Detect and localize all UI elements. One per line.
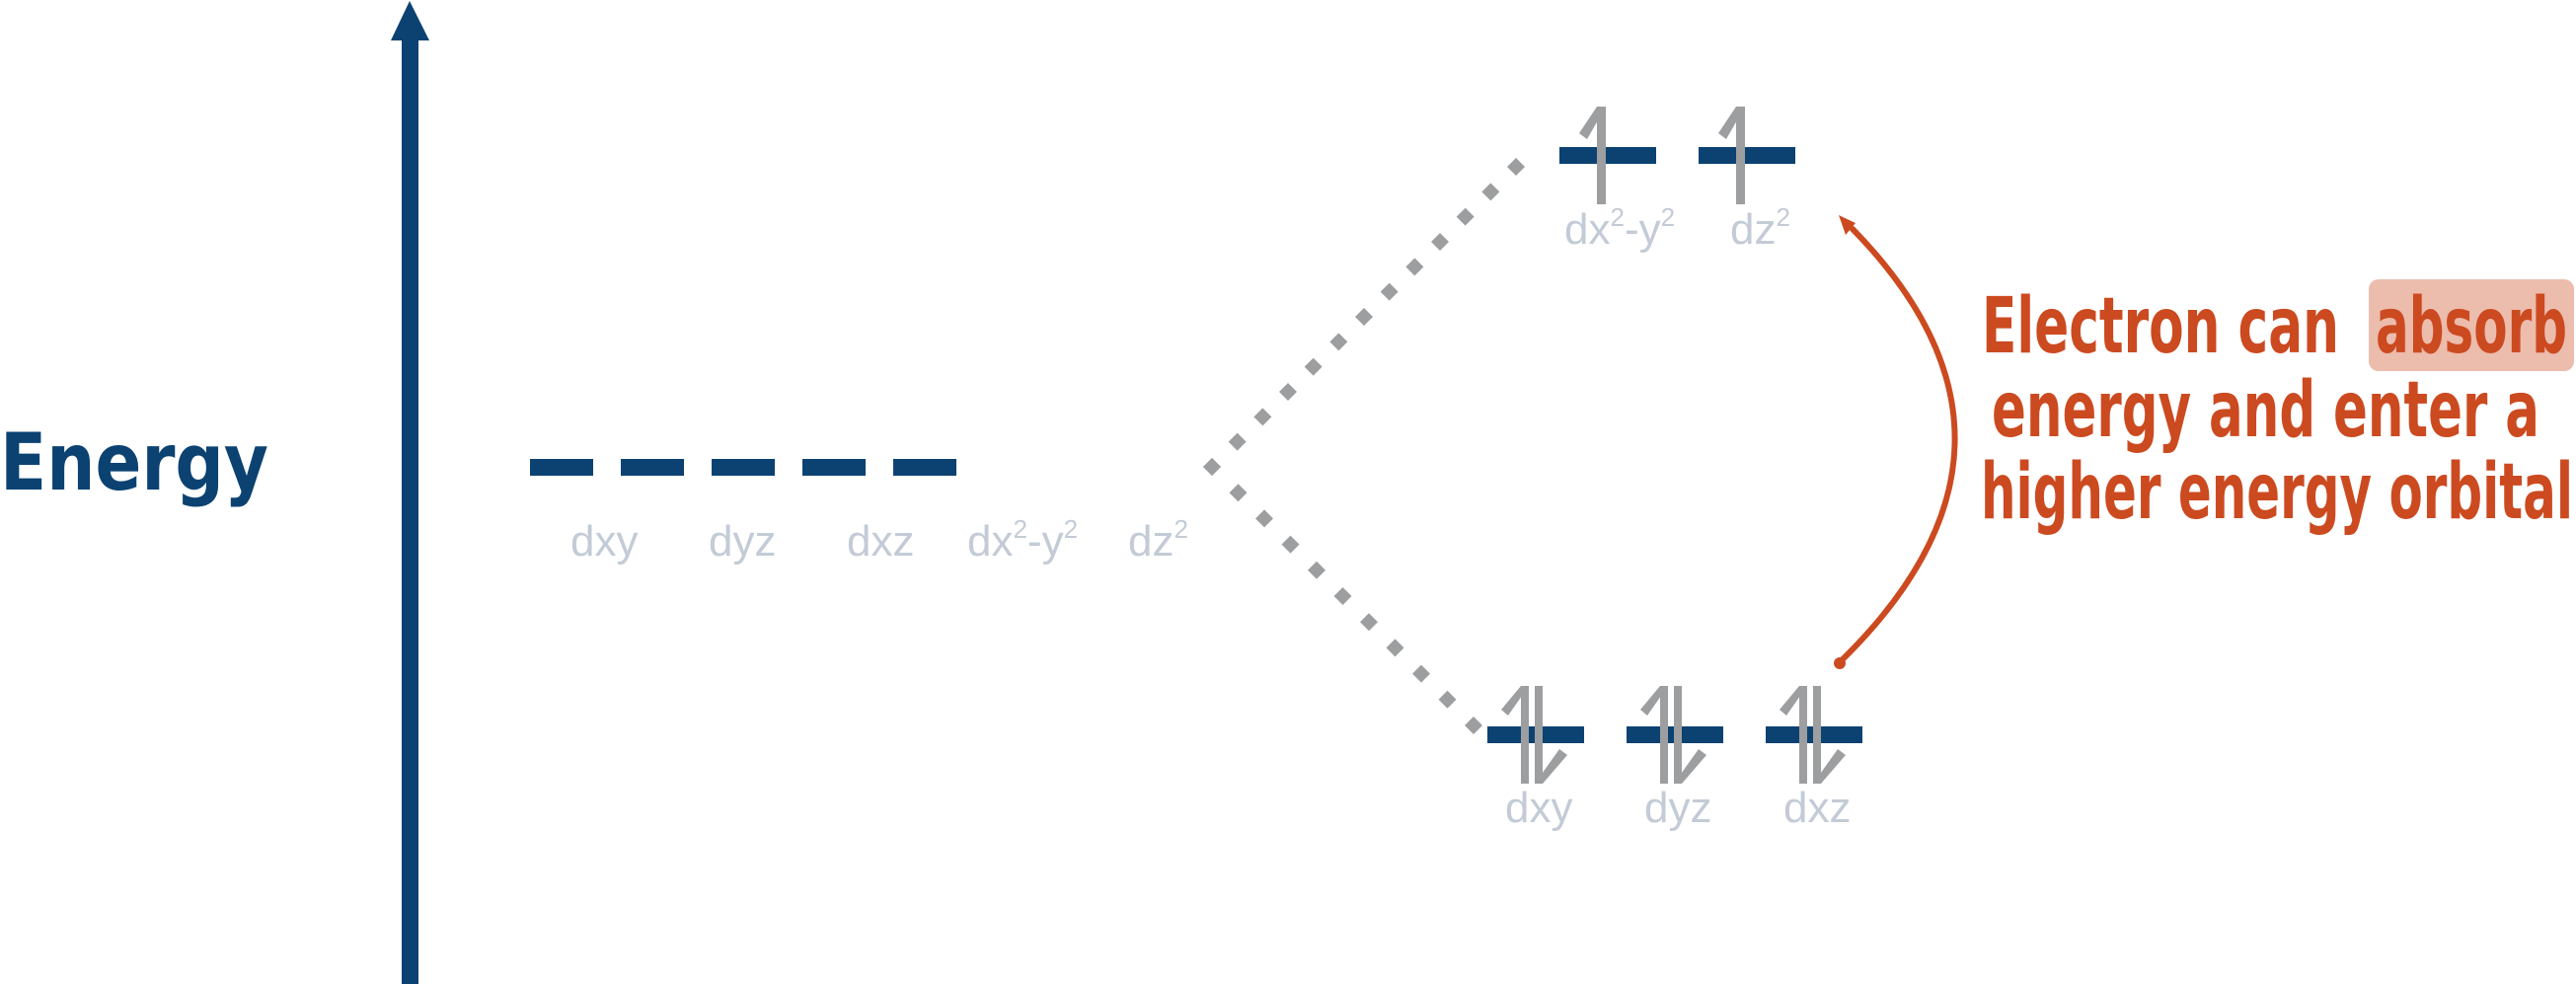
energy-axis xyxy=(391,1,429,984)
orbital-label-dyz-lower: dyz xyxy=(1644,784,1711,832)
annotation-line-2: energy and enter a xyxy=(1992,366,2539,455)
orbital-dash-dxz xyxy=(712,459,775,476)
electron-pair-icon xyxy=(1640,686,1706,784)
orbital-label-dx2-y2: dx2-y2 xyxy=(967,514,1078,566)
orbital-label-dxy: dxy xyxy=(570,517,638,566)
lower-orbital-labels: dxy dyz dxz xyxy=(1505,784,1851,832)
absorb-highlight xyxy=(2369,279,2574,371)
annotation-line-1-text: Electron can xyxy=(1982,282,2357,371)
annotation: Electron can absorb energy and enter a h… xyxy=(1981,279,2574,537)
orbital-label-dz2-upper: dz2 xyxy=(1730,202,1790,254)
orbital-label-dxz: dxz xyxy=(847,517,914,566)
splitting-connectors xyxy=(1203,158,1525,734)
dotted-line-upper xyxy=(1203,158,1525,476)
orbital-dash-dz2 xyxy=(893,459,956,476)
orbital-dash-dxy xyxy=(530,459,593,476)
orbital-dash-dx2y2-upper xyxy=(1559,147,1656,164)
upper-orbitals xyxy=(1559,107,1795,204)
electron-pair-icon xyxy=(1780,686,1846,784)
arrow-up-icon xyxy=(391,1,429,40)
orbital-label-dxy-lower: dxy xyxy=(1505,784,1572,832)
energy-axis-label: Energy xyxy=(0,416,268,508)
upper-orbital-labels: dx2-y2 dz2 xyxy=(1564,202,1790,254)
orbital-label-dz2: dz2 xyxy=(1128,514,1188,566)
degenerate-orbital-labels: dxy dyz dxz dx2-y2 dz2 xyxy=(570,514,1188,566)
energy-axis-shaft xyxy=(402,38,418,984)
degenerate-orbitals xyxy=(530,459,956,476)
electron-up-icon xyxy=(1718,107,1745,204)
dotted-line-lower xyxy=(1203,458,1482,734)
annotation-line-1: Electron can absorb xyxy=(1982,282,2567,371)
orbital-dash-dx2y2 xyxy=(802,459,866,476)
annotation-highlight-word: absorb xyxy=(2376,282,2567,371)
orbital-dash-dyz xyxy=(621,459,684,476)
electron-up-icon xyxy=(1579,107,1606,204)
lower-orbitals xyxy=(1487,686,1862,784)
orbital-label-dx2-y2-upper: dx2-y2 xyxy=(1564,202,1675,254)
annotation-line-3: higher energy orbital xyxy=(1981,448,2573,537)
orbital-label-dxz-lower: dxz xyxy=(1783,784,1851,832)
orbital-dash-dz2-upper xyxy=(1699,147,1795,164)
orbital-label-dyz: dyz xyxy=(709,517,776,566)
electron-pair-icon xyxy=(1501,686,1567,784)
curved-arrow-icon xyxy=(1834,215,1958,669)
